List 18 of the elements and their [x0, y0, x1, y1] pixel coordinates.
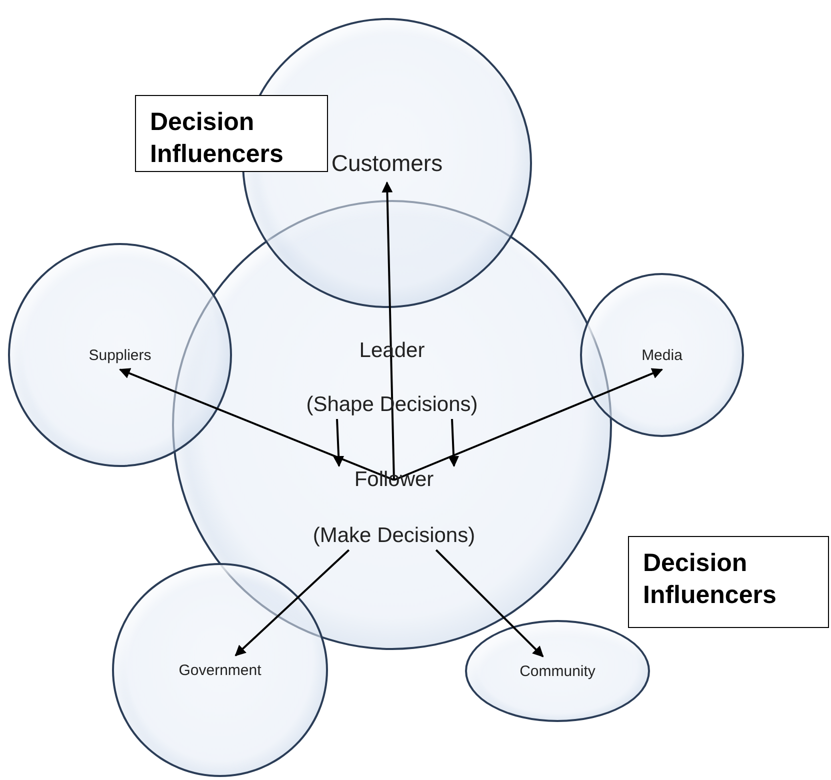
arrow [234, 549, 350, 656]
bubble-label: Suppliers [88, 346, 152, 364]
arrow [382, 181, 395, 480]
arrow [435, 549, 544, 658]
arrow [394, 368, 663, 481]
arrow [448, 418, 460, 468]
bubble-label: Customers [331, 150, 443, 176]
callout-text: Decision Influencers [150, 107, 284, 170]
callout-text: Decision Influencers [643, 548, 778, 611]
arrow [118, 368, 394, 481]
arrow [333, 418, 344, 468]
bubble-label: Government [178, 662, 262, 678]
bubble-label: Media [642, 346, 682, 364]
text-box [628, 536, 829, 628]
role-label: Follower [354, 468, 434, 492]
bubble-label: Community [520, 662, 596, 680]
text-box [135, 95, 328, 172]
role-description: (Make Decisions) [312, 524, 476, 548]
